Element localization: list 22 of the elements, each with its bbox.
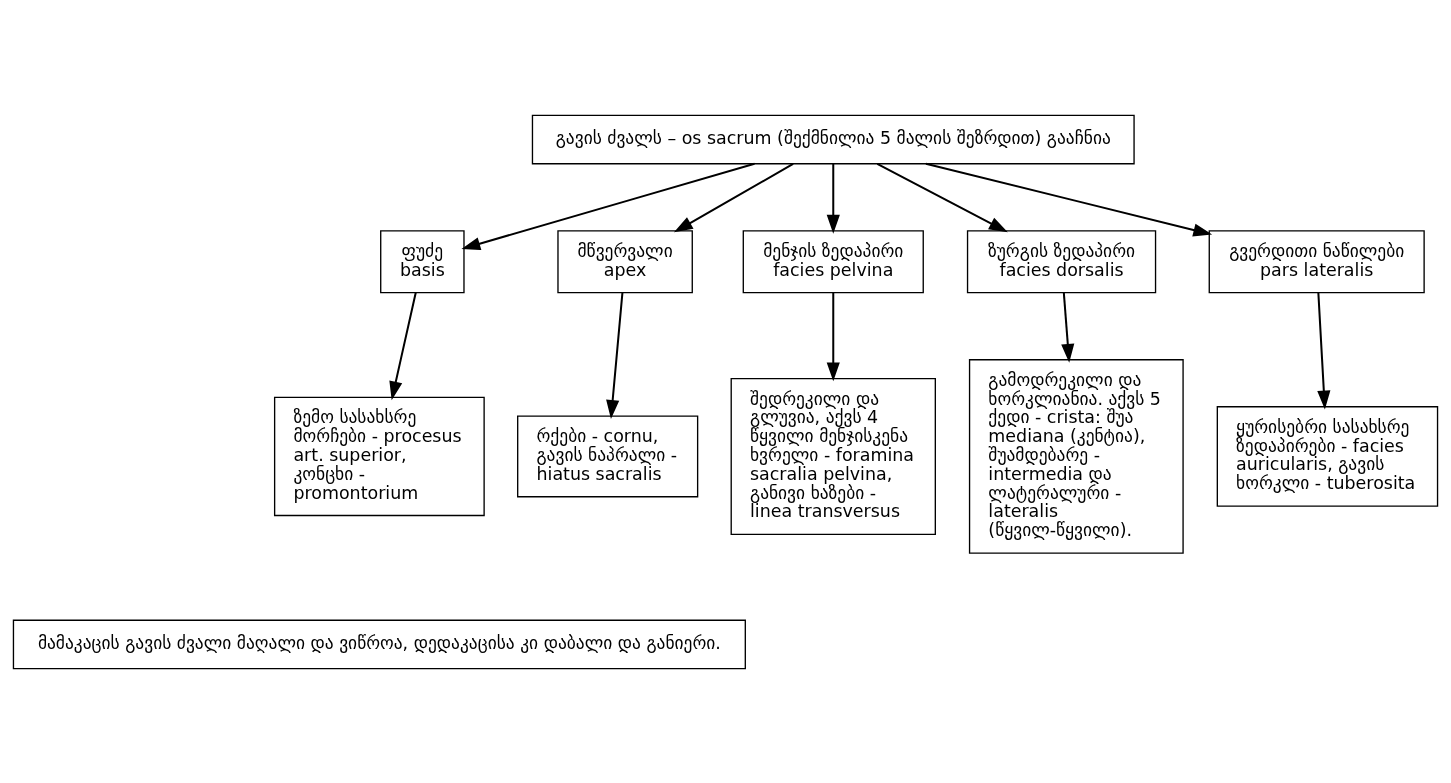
arrow [826,292,840,381]
node-box: მამაკაცის გავის ძვალი მაღალი და ვიწროა, დედაკაცისა კი დაბალი და განიერი. [12,619,746,669]
arrow [673,162,794,232]
arrow [876,162,1008,232]
node-box: გამოდრეკილი და ხორკლიანია. აქვს 5 ქედი - crista: შუა mediana (კენტია), შუამდებარე - intermedia და ლატერალური - lateralis (წყვილ-წყვილი). [968,358,1184,554]
node-box: მენჯის ზედაპირი facies pelvina [742,229,924,293]
arrow [389,291,417,400]
arrow [925,162,1213,236]
node-box: ფუძე basis [380,229,465,293]
node-box: ზურგის ზედაპირი facies dorsalis [966,229,1157,293]
arrow [461,162,755,250]
node-box: ყურისებრი სასახსრე ზედაპირები - facies auricularis, გავის ხორკლი - tuberosita [1216,405,1439,507]
arrow [826,163,840,234]
node-box: რქები - cornu, გავის ნაპრალი - hiatus sacralis [517,415,699,497]
arrow [1317,292,1331,409]
arrow [1061,292,1075,363]
node-box: გვერდითი ნაწილები pars lateralis [1208,229,1425,293]
node-box: შედრეკილი და გლუვია, აქვს 4 წყვილი მენჯისკენა ხვრელი - foramina sacralia pelvina, განივი ხაზები - linea transversus [730,377,936,535]
node-box: გავის ძვალს – os sacrum (შექმნილია 5 მალის შეზრდით) გააჩნია [531,114,1135,164]
node-box: ზემო სასახსრე მორჩები - procesus art. superior, კონცხი - promontorium [273,396,485,516]
arrow [606,292,624,419]
node-box: მწვერვალი apex [557,229,693,293]
